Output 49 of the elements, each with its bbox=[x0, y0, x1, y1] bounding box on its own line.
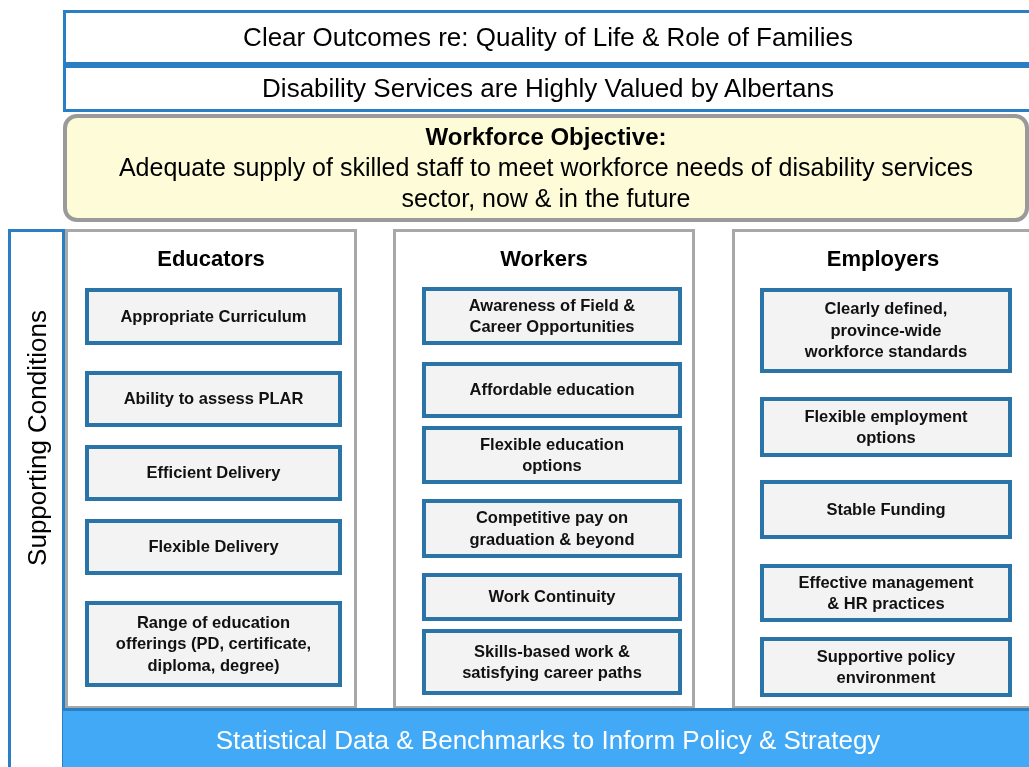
column-panel bbox=[732, 229, 1029, 709]
condition-box bbox=[422, 499, 682, 558]
condition-box bbox=[85, 288, 342, 345]
side-label: Supporting Conditions bbox=[20, 310, 52, 566]
condition-box bbox=[760, 288, 1012, 373]
condition-box bbox=[760, 397, 1012, 457]
condition-box bbox=[85, 519, 342, 575]
condition-text: Ability to assess PLAR bbox=[123, 388, 304, 410]
condition-text: Range of education offerings (PD, certificate, diploma, degree) bbox=[114, 611, 313, 676]
column-panel bbox=[65, 229, 357, 709]
condition-box bbox=[85, 371, 342, 427]
condition-text: Clearly defined, province-wide workforce standards bbox=[803, 298, 969, 363]
condition-text: Supportive policy environment bbox=[815, 645, 957, 688]
condition-text: Flexible Delivery bbox=[148, 536, 279, 558]
condition-text: Stable Funding bbox=[826, 498, 946, 520]
condition-text: Flexible employment options bbox=[803, 405, 969, 448]
condition-box bbox=[422, 362, 682, 418]
condition-box bbox=[85, 445, 342, 501]
condition-text: Competitive pay on graduation & beyond bbox=[468, 507, 636, 550]
condition-box bbox=[422, 426, 682, 484]
footer-text: Statistical Data & Benchmarks to Inform Policy & Strategy bbox=[215, 724, 881, 757]
condition-text: Appropriate Curriculum bbox=[120, 305, 307, 327]
condition-box bbox=[422, 629, 682, 695]
outcome-bar bbox=[63, 65, 1029, 112]
condition-box bbox=[422, 573, 682, 621]
condition-text: Efficient Delivery bbox=[146, 462, 281, 484]
condition-box bbox=[422, 287, 682, 345]
condition-box bbox=[760, 564, 1012, 622]
condition-text: Skills-based work & satisfying career paths bbox=[461, 640, 643, 683]
condition-text: Awareness of Field & Career Opportunities bbox=[467, 294, 637, 337]
side-band bbox=[8, 229, 65, 767]
condition-text: Work Continuity bbox=[488, 586, 616, 608]
objective-box bbox=[63, 114, 1029, 222]
condition-box bbox=[760, 480, 1012, 539]
outcome-bar bbox=[63, 10, 1029, 65]
column-heading: Educators bbox=[156, 245, 266, 273]
condition-text: Flexible education options bbox=[479, 433, 625, 476]
bar-text: Clear Outcomes re: Quality of Life & Role of Families bbox=[243, 21, 853, 54]
condition-text: Affordable education bbox=[469, 379, 635, 401]
condition-box bbox=[85, 601, 342, 687]
objective-heading: Workforce Objective: bbox=[425, 121, 667, 152]
footer-bar bbox=[63, 708, 1029, 767]
column-heading: Employers bbox=[825, 245, 941, 273]
column-heading: Workers bbox=[499, 245, 589, 273]
column-panel bbox=[393, 229, 695, 709]
objective-text: Adequate supply of skilled staff to meet workforce needs of disability services sector, now & in the future bbox=[117, 151, 975, 214]
condition-text: Effective management & HR practices bbox=[797, 571, 975, 614]
bar-text: Disability Services are Highly Valued by Albertans bbox=[262, 72, 834, 105]
condition-box bbox=[760, 637, 1012, 697]
